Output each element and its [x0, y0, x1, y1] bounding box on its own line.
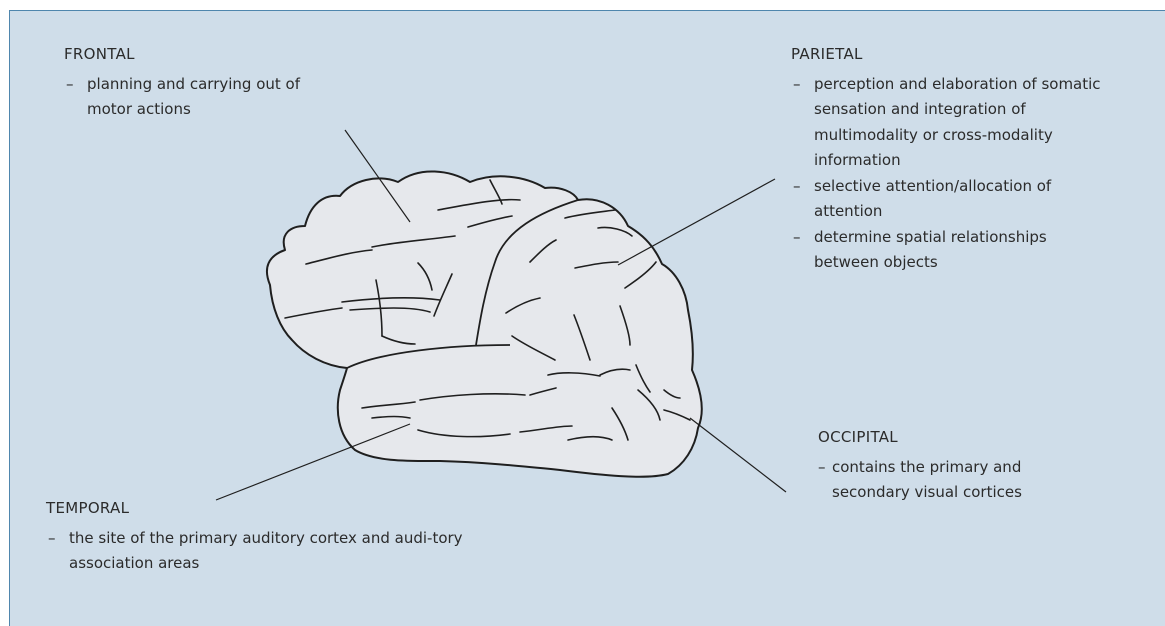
dash-bullet: – — [793, 225, 801, 251]
parietal-item-3: – determine spatial relationships betwee… — [791, 225, 1109, 276]
parietal-item-2: – selective attention/allocation of atte… — [791, 174, 1114, 225]
occipital-annotation: OCCIPITAL – contains the primary and sec… — [818, 425, 1118, 506]
temporal-title: TEMPORAL — [46, 496, 526, 522]
frontal-title: FRONTAL — [64, 42, 364, 68]
frontal-item-1: – planning and carrying out of motor act… — [64, 72, 327, 123]
parietal-item-text-2: selective attention/allocation of attent… — [814, 174, 1114, 225]
parietal-item-1: – perception and elaboration of somatic … — [791, 72, 1109, 174]
temporal-annotation: TEMPORAL – the site of the primary audit… — [46, 496, 526, 577]
temporal-item-text: the site of the primary auditory cortex … — [69, 526, 529, 577]
frontal-annotation: FRONTAL – planning and carrying out of m… — [64, 42, 364, 123]
dash-bullet: – — [48, 526, 56, 552]
leader-line-occipital — [690, 418, 786, 492]
occipital-item-1: – contains the primary and secondary vis… — [818, 455, 1047, 506]
brain-outline — [267, 171, 702, 476]
dash-bullet: – — [793, 72, 801, 98]
occipital-title: OCCIPITAL — [818, 425, 1118, 451]
dash-bullet: – — [66, 72, 74, 98]
leader-line-temporal — [216, 424, 410, 500]
parietal-item-text-3: determine spatial relationships between … — [814, 225, 1109, 276]
parietal-item-text-1: perception and elaboration of somatic se… — [814, 72, 1109, 174]
parietal-annotation: PARIETAL – perception and elaboration of… — [791, 42, 1121, 276]
temporal-item-1: – the site of the primary auditory corte… — [46, 526, 529, 577]
leader-line-parietal — [618, 179, 775, 265]
occipital-item-text: contains the primary and secondary visua… — [832, 455, 1047, 506]
parietal-title: PARIETAL — [791, 42, 1121, 68]
dash-bullet: – — [793, 174, 801, 200]
dash-bullet: – — [818, 455, 826, 481]
frontal-item-text: planning and carrying out of motor actio… — [87, 72, 327, 123]
